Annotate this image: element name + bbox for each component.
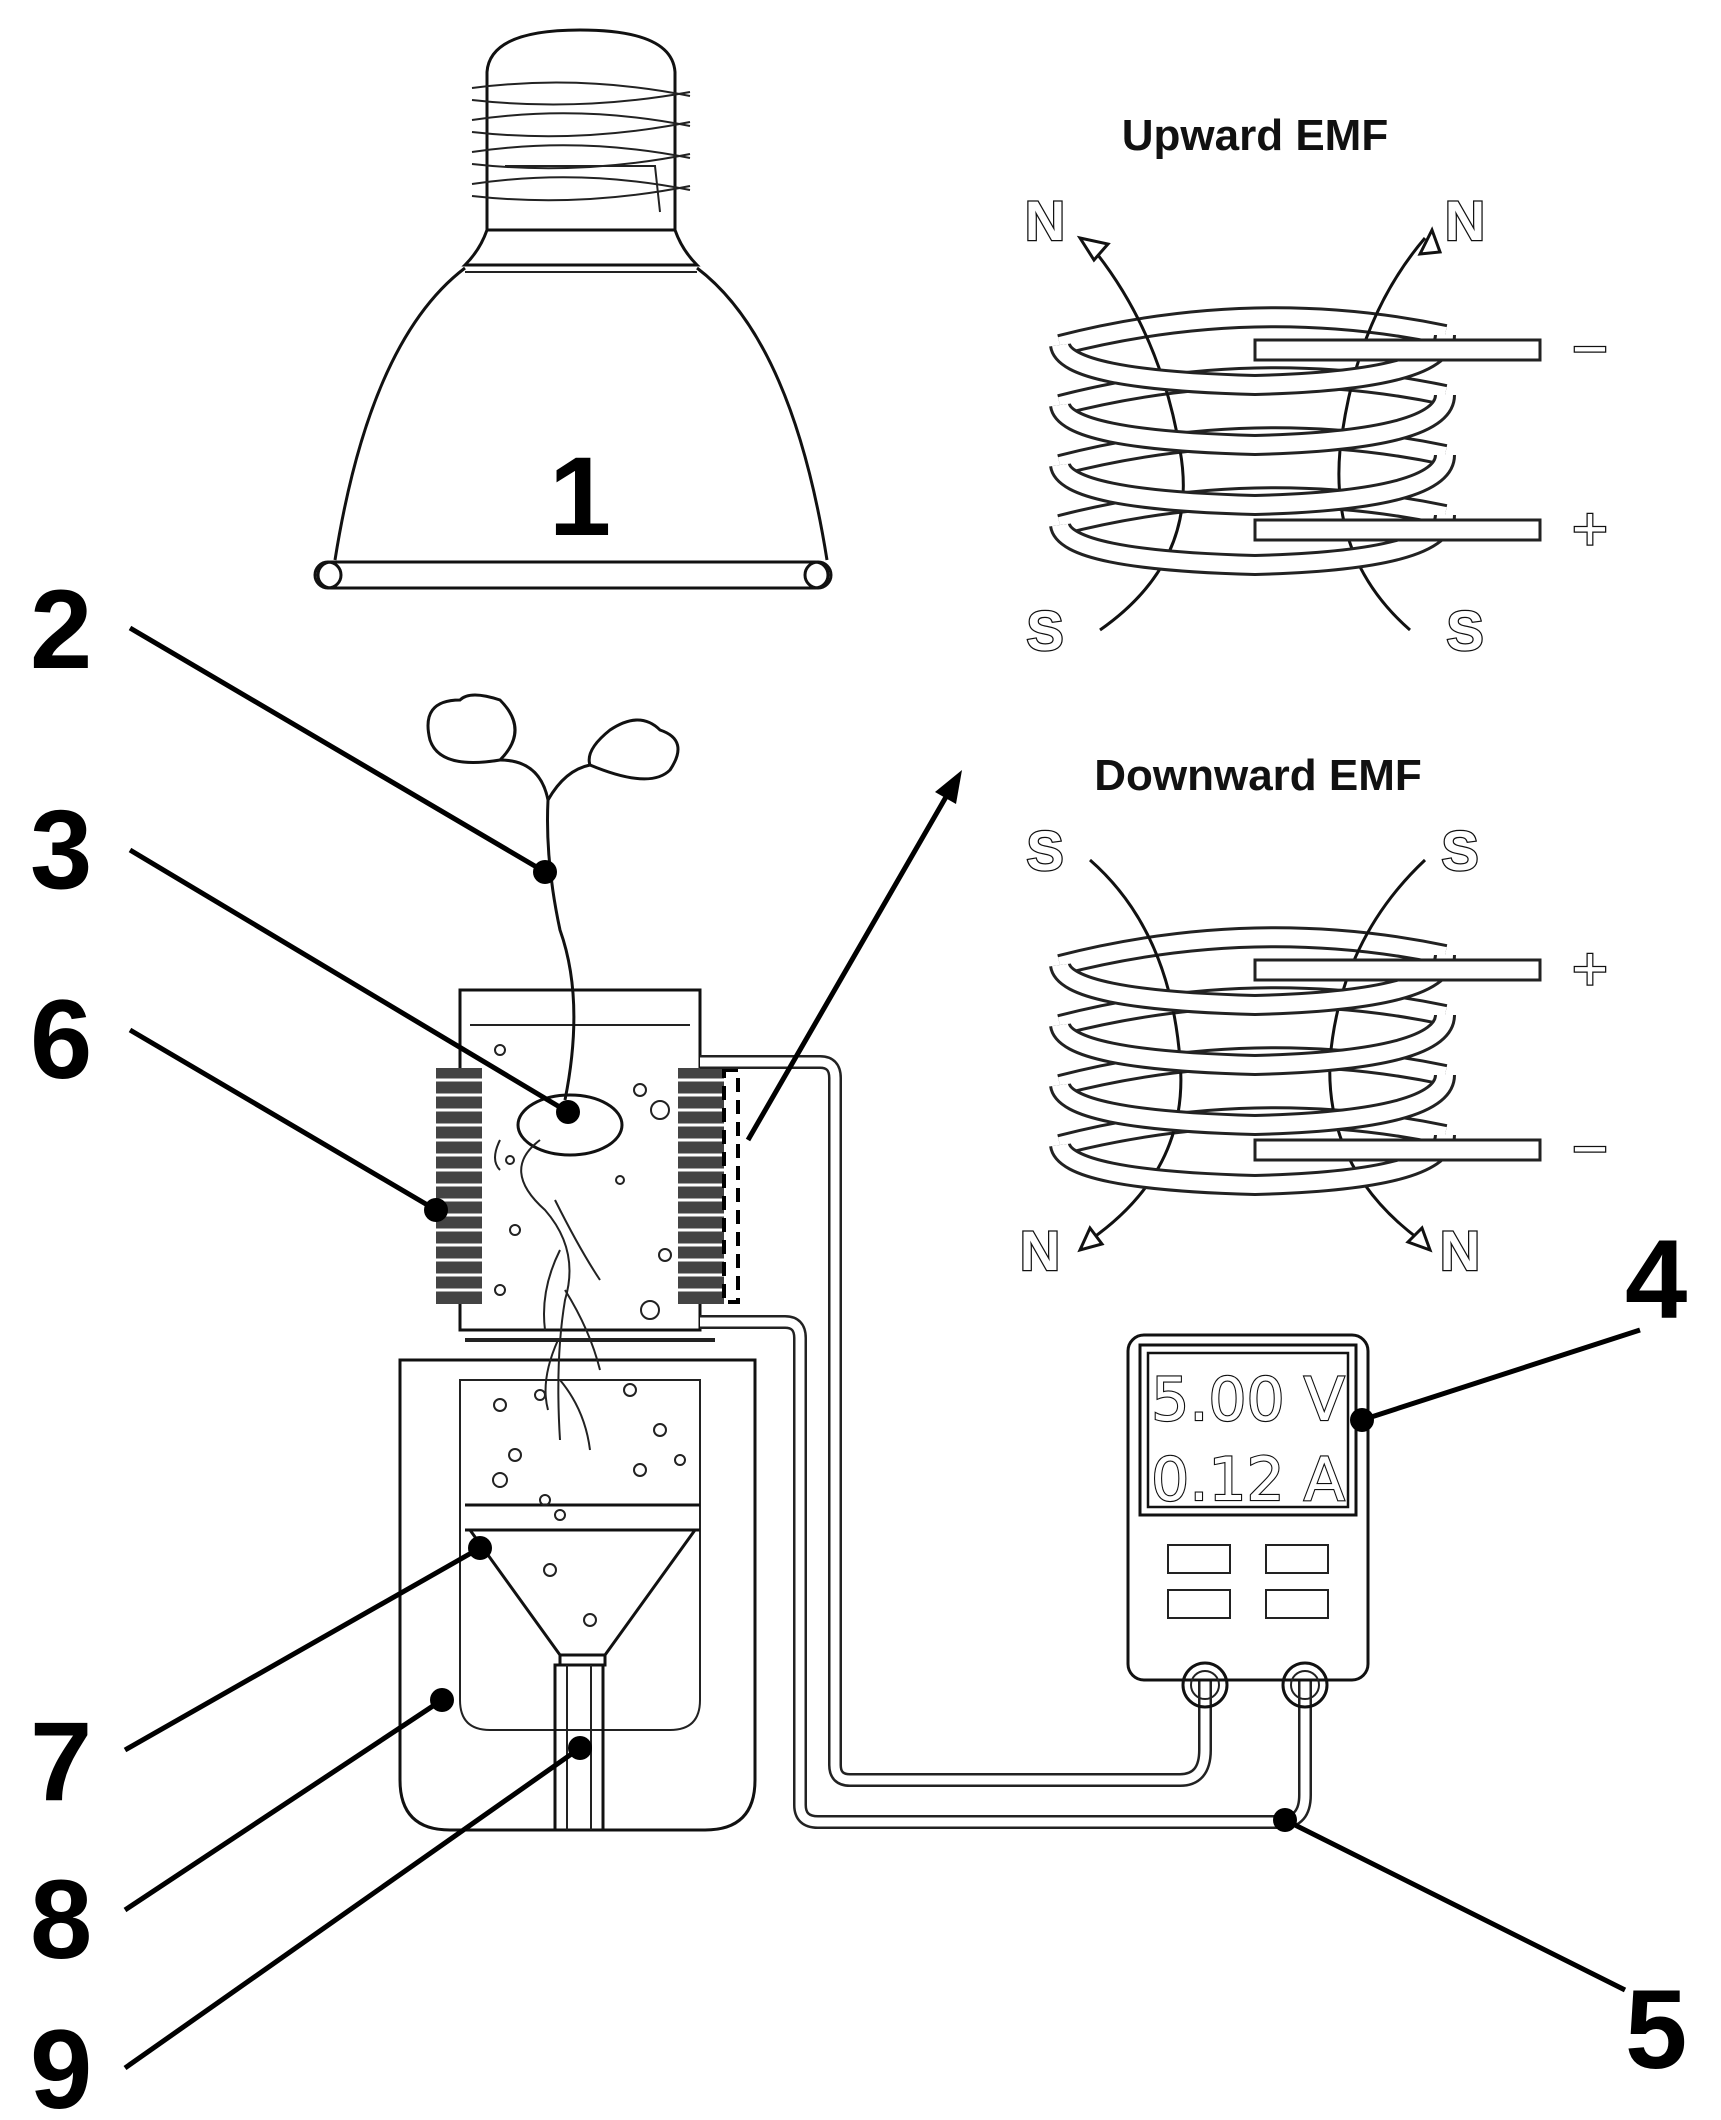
downward-bottom-left-pole: N: [1020, 1219, 1060, 1282]
downward-bottom-right-pole: N: [1440, 1219, 1480, 1282]
magnify-arrow: [745, 770, 962, 1142]
downward-top-sign: +: [1572, 935, 1608, 1004]
meter-voltage-readout: 5.00 V: [1151, 1365, 1345, 1435]
downward-emf-title: Downward EMF: [1094, 751, 1422, 800]
connecting-wires: [700, 1055, 1312, 1829]
downward-top-left-pole: S: [1026, 819, 1063, 882]
part-number-labels: 2 3 6 4 5 7 8 9: [30, 567, 1687, 2120]
downward-top-right-pole: S: [1441, 819, 1478, 882]
label-7: 7: [30, 1699, 92, 1824]
label-5: 5: [1625, 1967, 1687, 2092]
meter-button: [1167, 1544, 1231, 1574]
upward-emf-title: Upward EMF: [1122, 111, 1388, 160]
seedling-cup: [426, 693, 740, 1451]
upward-top-sign: −: [1572, 315, 1608, 384]
label-4: 4: [1625, 1217, 1687, 1342]
downward-bottom-sign: −: [1572, 1115, 1608, 1184]
upward-top-right-pole: N: [1445, 189, 1485, 252]
meter-button: [1265, 1589, 1329, 1619]
label-2: 2: [30, 567, 92, 692]
meter-button: [1265, 1544, 1329, 1574]
upward-bottom-left-pole: S: [1026, 599, 1063, 662]
meter-button: [1167, 1589, 1231, 1619]
power-supply: 5.00 V 0.12 A: [1126, 1333, 1370, 1709]
grow-lamp: 1: [313, 28, 833, 590]
negative-terminal: [1181, 1661, 1229, 1709]
downward-emf-coil: Downward EMF S S N N: [1019, 751, 1610, 1283]
label-6: 6: [30, 977, 92, 1102]
upward-emf-coil: Upward EMF N: [1024, 111, 1610, 663]
upward-bottom-right-pole: S: [1446, 599, 1483, 662]
label-8: 8: [30, 1857, 92, 1982]
upward-top-left-pole: N: [1025, 189, 1065, 252]
upward-bottom-sign: +: [1572, 495, 1608, 564]
label-3: 3: [30, 787, 92, 912]
positive-terminal: [1281, 1661, 1329, 1709]
label-1: 1: [549, 434, 611, 559]
leader-lines: [123, 625, 1641, 2071]
meter-current-readout: 0.12 A: [1151, 1445, 1345, 1515]
water-container: [398, 1338, 757, 1832]
label-9: 9: [30, 2007, 92, 2120]
